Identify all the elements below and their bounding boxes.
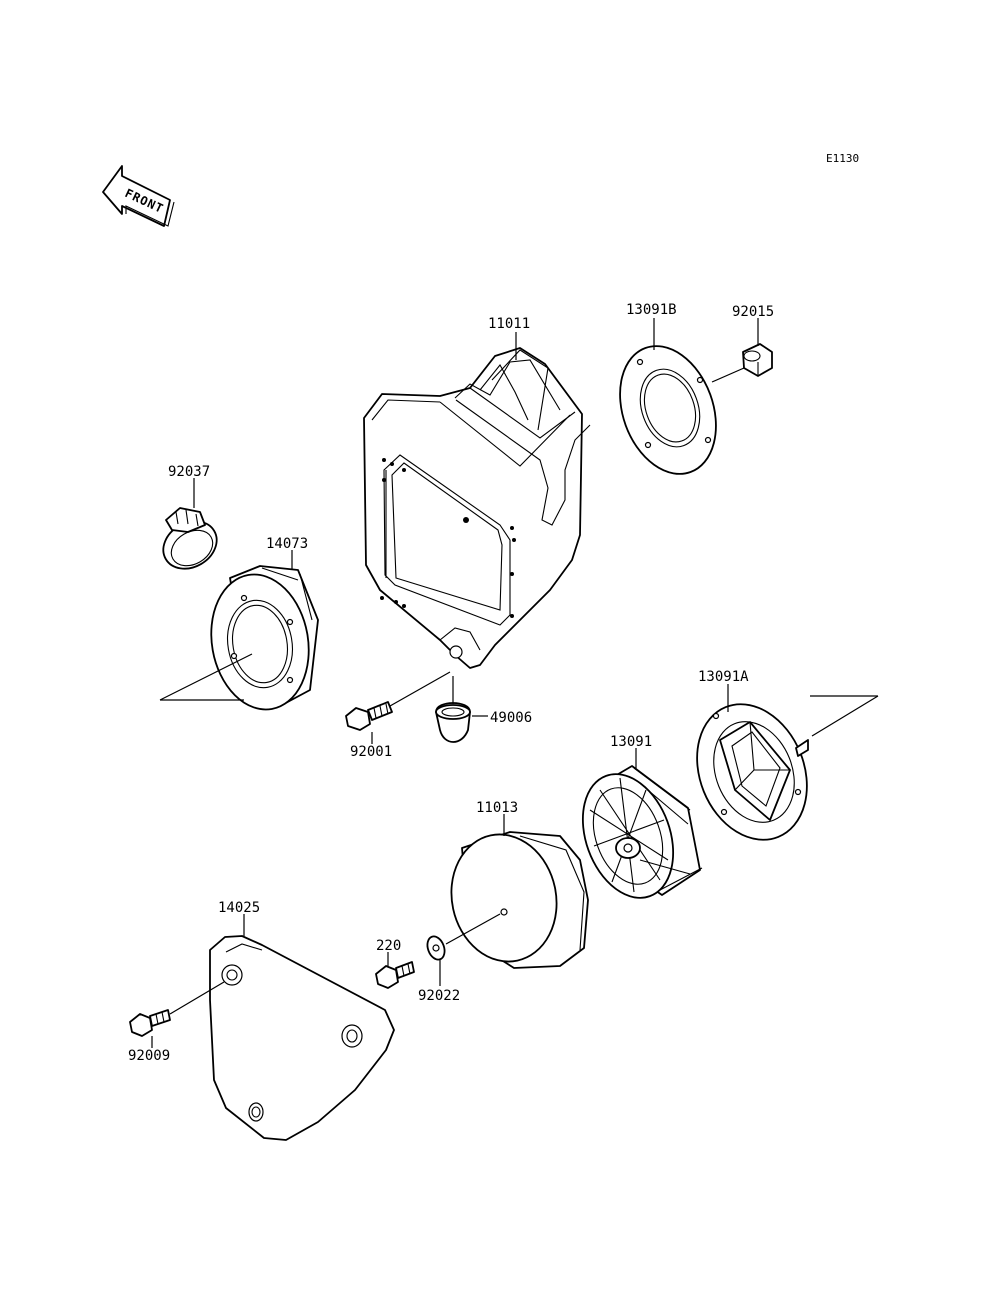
- bolt-92009: [129, 1009, 171, 1037]
- bolt-92001: [345, 701, 393, 731]
- filter-element-11013: [450, 831, 589, 969]
- nut-92015: [742, 343, 773, 377]
- label-13091a: 13091A: [698, 669, 749, 685]
- air-cleaner-housing: [363, 347, 591, 669]
- label-13091: 13091: [610, 734, 652, 750]
- label-92009: 92009: [128, 1048, 170, 1064]
- label-14073: 14073: [266, 536, 308, 552]
- label-11013: 11013: [476, 800, 518, 816]
- cap-49006: [435, 702, 471, 743]
- label-49006: 49006: [490, 710, 532, 726]
- label-92022: 92022: [418, 988, 460, 1004]
- label-92037: 92037: [168, 464, 210, 480]
- clamp-92037: [162, 507, 218, 570]
- screw-220: [375, 961, 415, 989]
- gasket-plate-13091b: [619, 345, 717, 475]
- front-arrow-icon: FRONT: [102, 165, 175, 227]
- duct-14073: [210, 565, 319, 711]
- cage-13091: [581, 765, 703, 899]
- label-14025: 14025: [218, 900, 260, 916]
- washer-92022: [426, 935, 446, 961]
- label-13091b: 13091B: [626, 302, 677, 318]
- label-92015: 92015: [732, 304, 774, 320]
- cover-14025: [209, 935, 395, 1141]
- diagram-code: E1130: [826, 152, 859, 165]
- label-92001: 92001: [350, 744, 392, 760]
- label-220: 220: [376, 938, 401, 954]
- plate-13091a: [696, 703, 809, 841]
- label-11011: 11011: [488, 316, 530, 332]
